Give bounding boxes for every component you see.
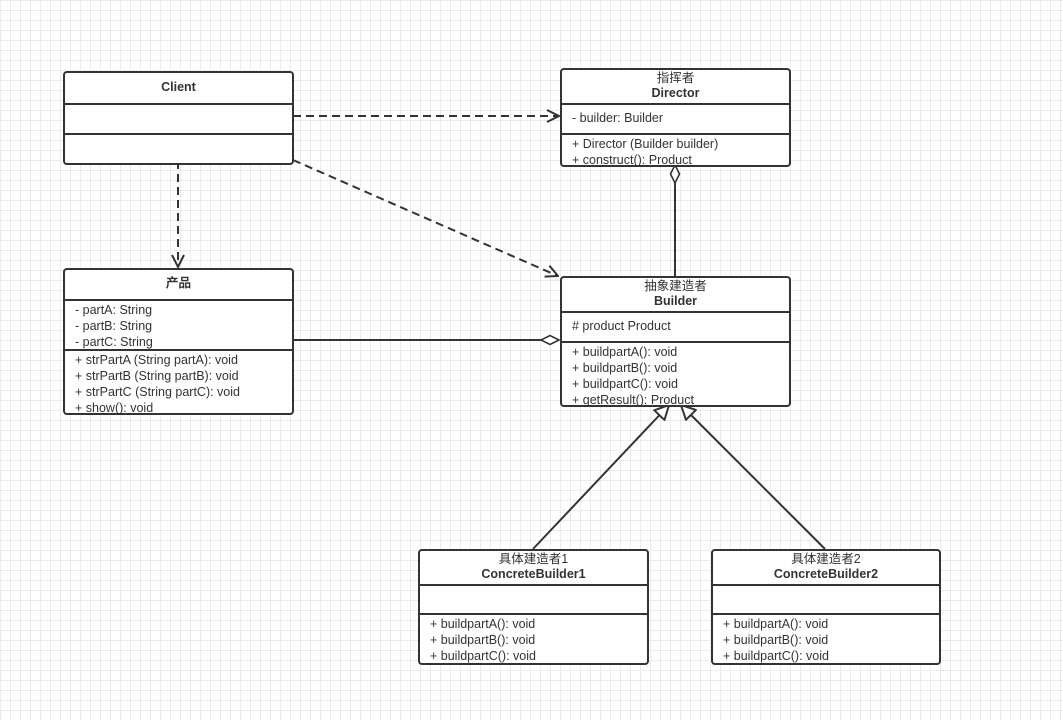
attributes-section: - partA: String - partB: String - partC: S… xyxy=(65,299,292,349)
operations-section: + buildpartA(): void + buildpartB(): void… xyxy=(420,613,647,663)
operation: + buildpartB(): void xyxy=(723,633,829,647)
operation: + buildpartA(): void xyxy=(572,345,678,359)
operation: + buildpartC(): void xyxy=(723,649,829,663)
class-name: Builder xyxy=(653,294,698,308)
class-name-chinese: 指挥者 xyxy=(656,71,695,85)
class-name: Director xyxy=(651,86,700,100)
class-client[interactable]: Client xyxy=(63,71,294,165)
attributes-section xyxy=(420,584,647,613)
attribute: - partC: String xyxy=(75,335,153,349)
operations-section xyxy=(65,133,292,163)
class-name: Client xyxy=(161,80,196,94)
operation: + getResult(): Product xyxy=(572,393,694,407)
class-name-chinese: 抽象建造者 xyxy=(644,279,707,293)
operation: + buildpartA(): void xyxy=(430,617,536,631)
attributes-section: - builder: Builder xyxy=(562,103,789,133)
class-name-section: 产品 xyxy=(65,270,292,299)
operation: + construct(): Product xyxy=(572,153,692,167)
attribute: - partB: String xyxy=(75,319,153,333)
class-name-chinese: 具体建造者1 xyxy=(498,552,569,566)
class-name-chinese: 产品 xyxy=(165,276,191,290)
operation: + strPartA (String partA): void xyxy=(75,353,238,367)
class-name: ConcreteBuilder2 xyxy=(773,567,879,581)
attributes-section xyxy=(65,103,292,133)
dependency-client-builder[interactable] xyxy=(292,159,558,276)
operation: + buildpartB(): void xyxy=(430,633,536,647)
attribute: - partA: String xyxy=(75,303,153,317)
operations-section: + Director (Builder builder) + construct(… xyxy=(562,133,789,165)
operation: + strPartC (String partC): void xyxy=(75,385,240,399)
generalization-concrete1-builder[interactable] xyxy=(532,405,669,550)
operation: + show(): void xyxy=(75,401,154,415)
attribute: # product Product xyxy=(572,319,671,333)
operation: + Director (Builder builder) xyxy=(572,137,719,151)
attribute: - builder: Builder xyxy=(572,111,664,125)
class-name: ConcreteBuilder1 xyxy=(481,567,586,581)
class-name-section: Client xyxy=(65,73,292,103)
operation: + buildpartA(): void xyxy=(723,617,829,631)
class-product[interactable]: 产品 - partA: String - partB: String - partC:… xyxy=(63,268,294,415)
operation: + buildpartB(): void xyxy=(572,361,678,375)
generalization-concrete2-builder[interactable] xyxy=(681,405,826,550)
attributes-section xyxy=(713,584,939,613)
class-name-chinese: 具体建造者2 xyxy=(791,552,861,566)
operation: + strPartB (String partB): void xyxy=(75,369,239,383)
attributes-section: # product Product xyxy=(562,311,789,341)
operations-section: + strPartA (String partA): void + strPart… xyxy=(65,349,292,413)
operation: + buildpartC(): void xyxy=(572,377,678,391)
operations-section: + buildpartA(): void + buildpartB(): void… xyxy=(713,613,939,663)
operation: + buildpartC(): void xyxy=(430,649,536,663)
operations-section: + buildpartA(): void + buildpartB(): void… xyxy=(562,341,789,405)
